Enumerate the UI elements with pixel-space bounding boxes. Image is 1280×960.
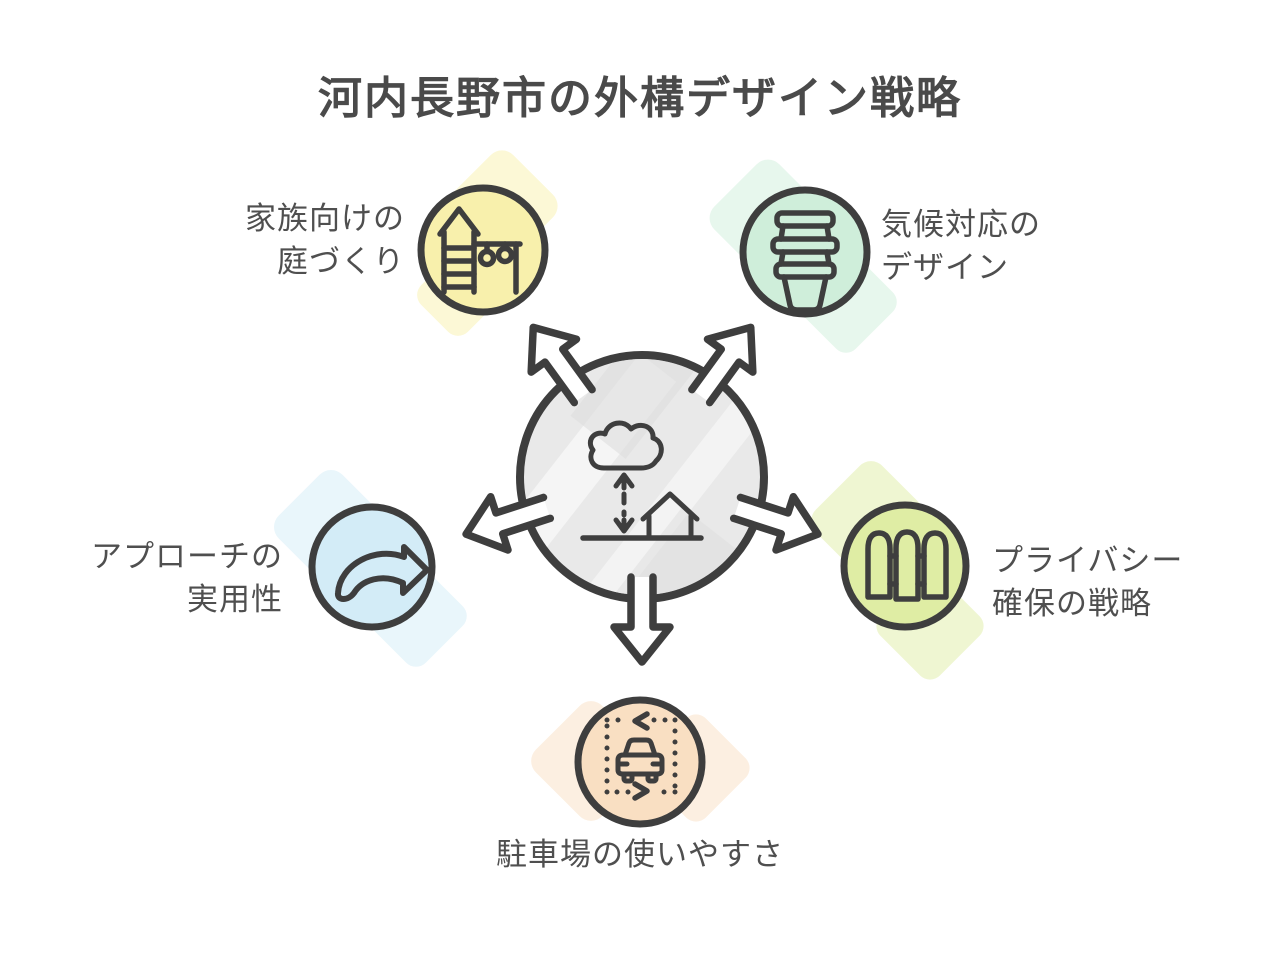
parking-dotted-border [604, 717, 678, 795]
up-down-dashed-arrow-icon [613, 472, 635, 534]
page-title: 河内長野市の外構デザイン戦略 [318, 73, 962, 124]
hub-arrow-right [729, 492, 822, 554]
playground-icon [437, 206, 523, 295]
hub-arrows [462, 323, 822, 666]
hub-arrow-top-right [688, 323, 757, 407]
label-privacy-strategy: プライバシー 確保の戦略 [992, 543, 1184, 622]
car-icon [615, 737, 665, 784]
label-climate-design: 気候対応の デザイン [881, 207, 1041, 286]
parking-arrow-top [632, 711, 650, 731]
car-parking-icon [604, 711, 678, 801]
node-family-garden [417, 184, 549, 316]
stacked-pots-icon [770, 210, 840, 313]
node-climate-design [739, 186, 871, 318]
node-parking-usability [574, 696, 706, 828]
label-family-garden: 家族向けの 庭づくり [245, 201, 405, 280]
fence-icon [865, 529, 949, 602]
hub-arrow-top-left [527, 323, 596, 407]
hub-arrow-bottom [610, 573, 674, 666]
hub-pictogram [580, 420, 704, 541]
parking-arrow-bottom [632, 781, 650, 801]
label-approach-practicality: アプローチの 実用性 [91, 539, 283, 618]
cloud-icon [587, 420, 664, 471]
node-circle-approach [308, 503, 436, 631]
house-icon [640, 491, 700, 540]
node-privacy-strategy [840, 501, 970, 631]
hub [462, 323, 822, 666]
curved-arrow-icon [335, 544, 430, 602]
node-approach-practicality [308, 503, 436, 631]
label-parking-usability: 駐車場の使いやすさ [496, 837, 784, 873]
hub-arrow-left [462, 492, 555, 554]
